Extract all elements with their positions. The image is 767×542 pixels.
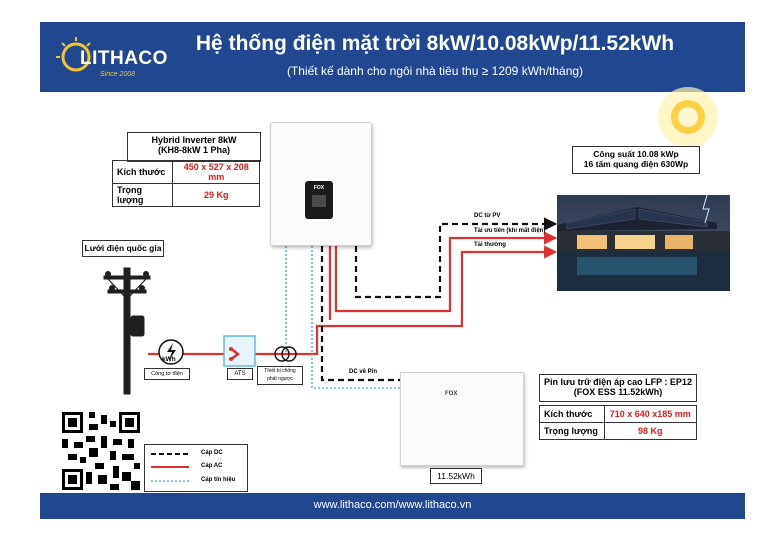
- table-row: Kích thước 450 x 527 x 208 mm: [113, 161, 260, 184]
- battery-capacity-box: 11.52kWh: [430, 468, 482, 484]
- battery-brand: FOX: [445, 391, 457, 397]
- dc-pv-label: DC từ PV: [474, 213, 500, 219]
- battery-size-value: 710 x 640 x185 mm: [604, 406, 696, 423]
- solar-info-box: Công suất 10.08 kWp 16 tấm quang điện 63…: [572, 146, 700, 174]
- battery-title-line2: (FOX ESS 11.52kWh): [540, 387, 696, 397]
- battery-capacity: 11.52kWh: [437, 471, 475, 481]
- ats-label: ATS: [234, 371, 245, 377]
- battery-weight-label: Trọng lượng: [540, 423, 605, 440]
- inverter-brand: FOX: [305, 185, 333, 191]
- inverter-spec-table: Kích thước 450 x 527 x 208 mm Trọng lượn…: [112, 160, 260, 207]
- footer-websites[interactable]: www.lithaco.com/www.lithaco.vn: [40, 499, 745, 511]
- inverter-size-value: 450 x 527 x 208 mm: [173, 161, 260, 184]
- ats-label-box: ATS: [227, 368, 253, 380]
- dc-battery-label: DC về Pin: [349, 369, 377, 375]
- inverter-screen: FOX: [305, 181, 333, 219]
- qr-code: [62, 412, 140, 490]
- footer-banner: www.lithaco.com/www.lithaco.vn: [40, 493, 745, 519]
- battery-device: FOX: [400, 372, 524, 466]
- table-row: Trọng lượng 29 Kg: [113, 184, 260, 207]
- sun-icon: [658, 87, 718, 147]
- priority-load-cable: [336, 238, 555, 311]
- protection-label-line1: Thiết bị chống: [258, 367, 302, 375]
- table-row: Trọng lượng 98 Kg: [540, 423, 697, 440]
- inverter-weight-value: 29 Kg: [173, 184, 260, 207]
- cable-legend: Cáp DC Cáp AC Cáp tín hiệu: [144, 444, 248, 492]
- qr-code-icon: [62, 412, 140, 490]
- inverter-weight-label: Trọng lượng: [113, 184, 173, 207]
- inverter-name-line2: (KH8-8kW 1 Pha): [128, 145, 260, 155]
- battery-title-box: Pin lưu trữ điện áp cao LFP : EP12 (FOX …: [539, 374, 697, 402]
- meter-label: Công tơ điện: [151, 371, 183, 377]
- dc-battery-cable: [322, 246, 400, 380]
- inverter-name-line1: Hybrid Inverter 8kW: [128, 135, 260, 145]
- normal-load-cable: [255, 252, 555, 354]
- battery-title-line1: Pin lưu trữ điện áp cao LFP : EP12: [540, 377, 696, 387]
- legend-ac: Cáp AC: [201, 463, 222, 469]
- grid-label: Lưới điện quốc gia: [85, 243, 162, 253]
- inverter-display: [312, 195, 326, 207]
- meter-label-box: Công tơ điện: [144, 368, 190, 380]
- grid-label-box: Lưới điện quốc gia: [82, 240, 164, 257]
- house-image: [557, 195, 730, 291]
- legend-dc: Cáp DC: [201, 450, 223, 456]
- legend-swatches: [145, 445, 247, 491]
- battery-weight-value: 98 Kg: [604, 423, 696, 440]
- legend-signal: Cáp tín hiệu: [201, 477, 235, 483]
- meter-unit: kWh: [162, 356, 176, 363]
- house-illustration: [557, 195, 730, 291]
- battery-size-label: Kích thước: [540, 406, 605, 423]
- solar-power: Công suất 10.08 kWp: [573, 149, 699, 159]
- inverter-name-box: Hybrid Inverter 8kW (KH8-8kW 1 Pha): [127, 132, 261, 162]
- solar-panels: 16 tấm quang điện 630Wp: [573, 159, 699, 169]
- normal-load-label: Tải thường: [474, 242, 506, 248]
- table-row: Kích thước 710 x 640 x185 mm: [540, 406, 697, 423]
- protection-label-line2: phát ngược: [258, 375, 302, 383]
- protection-label-box: Thiết bị chống phát ngược: [257, 366, 303, 385]
- priority-load-label: Tải ưu tiên (khi mất điện): [474, 228, 545, 234]
- inverter-device: FOX: [270, 122, 372, 246]
- battery-spec-table: Kích thước 710 x 640 x185 mm Trọng lượng…: [539, 405, 697, 440]
- inverter-size-label: Kích thước: [113, 161, 173, 184]
- ats-icon: [224, 336, 255, 366]
- dc-pv-cable: [356, 224, 555, 297]
